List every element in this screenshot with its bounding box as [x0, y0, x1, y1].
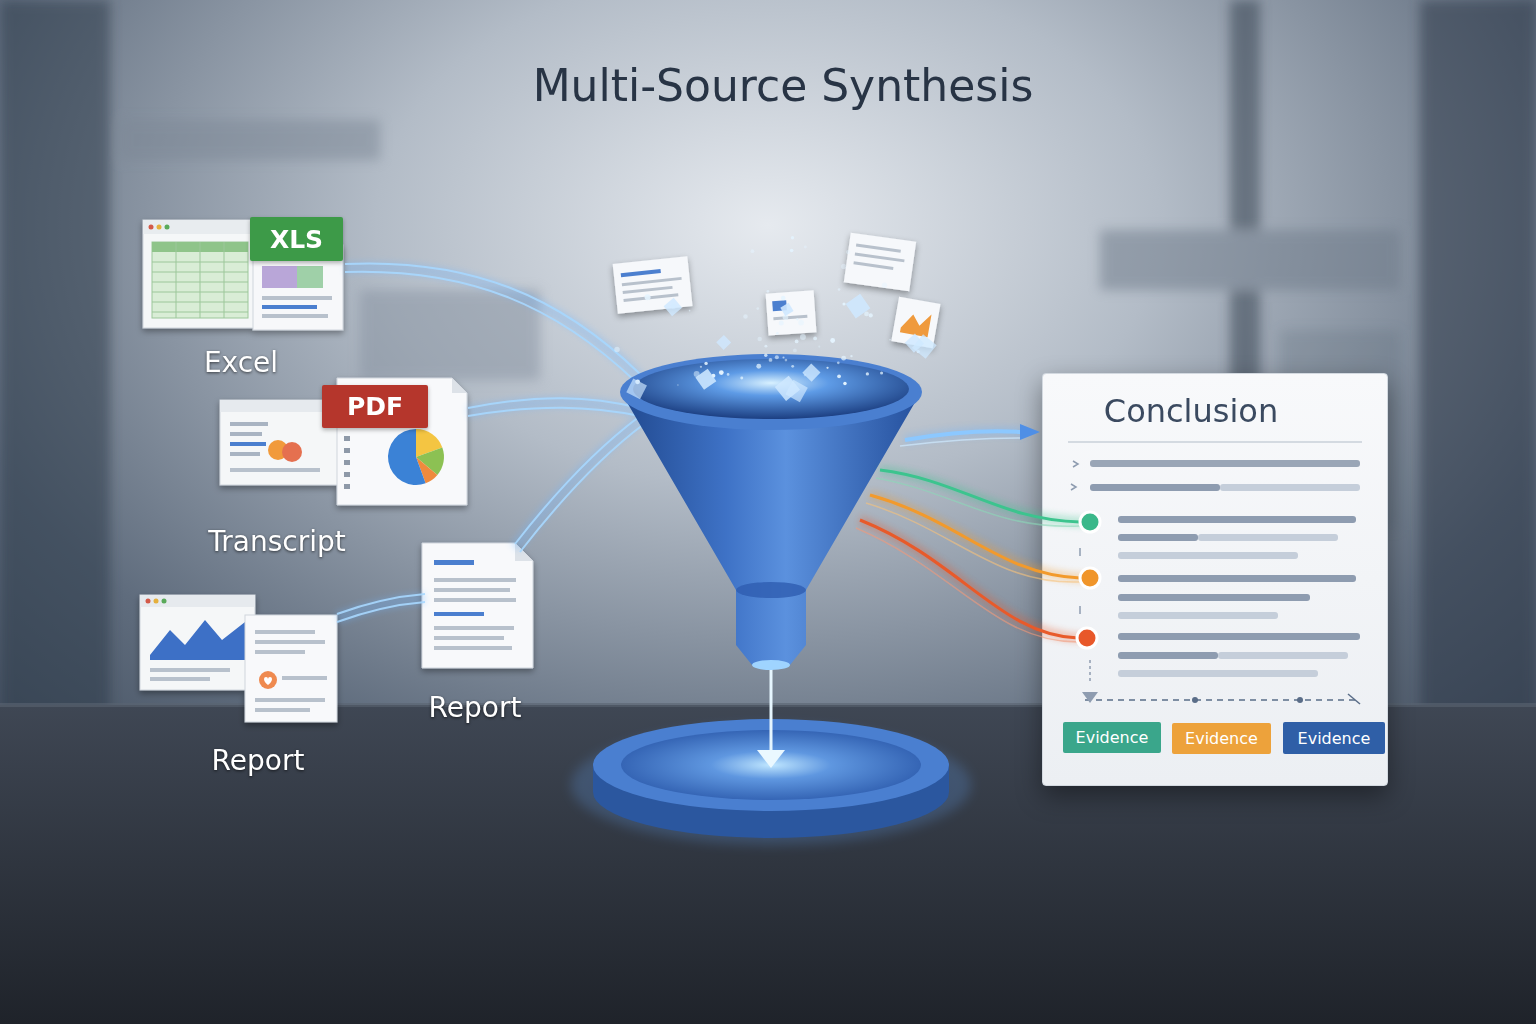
floating-fragments	[613, 233, 941, 349]
source-label: Transcript	[208, 525, 345, 558]
funnel	[571, 354, 971, 845]
badge-text: XLS	[270, 225, 323, 254]
source-label: Report	[212, 744, 305, 777]
output-flows	[856, 431, 1085, 642]
conclusion-text-lines	[1068, 442, 1362, 704]
source-document: Excel XLS	[138, 210, 353, 382]
arrow-head	[1020, 424, 1040, 440]
tag-text: Evidence	[1185, 729, 1258, 748]
file-badge: PDF	[322, 385, 428, 428]
source-label: Excel	[204, 346, 278, 379]
sparkles	[614, 236, 936, 402]
evidence-tag: Evidence	[1172, 723, 1271, 754]
source-document: Transcript PDF	[190, 372, 475, 562]
source-document: Report	[410, 535, 545, 730]
evidence-tag: Evidence	[1283, 722, 1385, 754]
tag-text: Evidence	[1298, 729, 1371, 748]
badge-text: PDF	[347, 392, 403, 421]
diagram-title: Multi-Source Synthesis	[30, 60, 1536, 111]
input-flows	[337, 263, 644, 622]
evidence-tag: Evidence	[1063, 722, 1161, 753]
conclusion-card: ConclusionEvidence Evidence Evidence	[1042, 373, 1388, 786]
report-icons-left	[140, 595, 337, 722]
report-icon-middle	[422, 543, 533, 668]
source-label: Report	[429, 691, 522, 724]
excel-icons	[143, 220, 343, 330]
transcript-icons	[220, 378, 467, 505]
evidence-dots	[1077, 512, 1100, 648]
file-badge: XLS	[250, 217, 343, 261]
source-document: Report	[132, 588, 347, 783]
card-heading: Conclusion	[1104, 392, 1278, 430]
tag-text: Evidence	[1076, 728, 1149, 747]
